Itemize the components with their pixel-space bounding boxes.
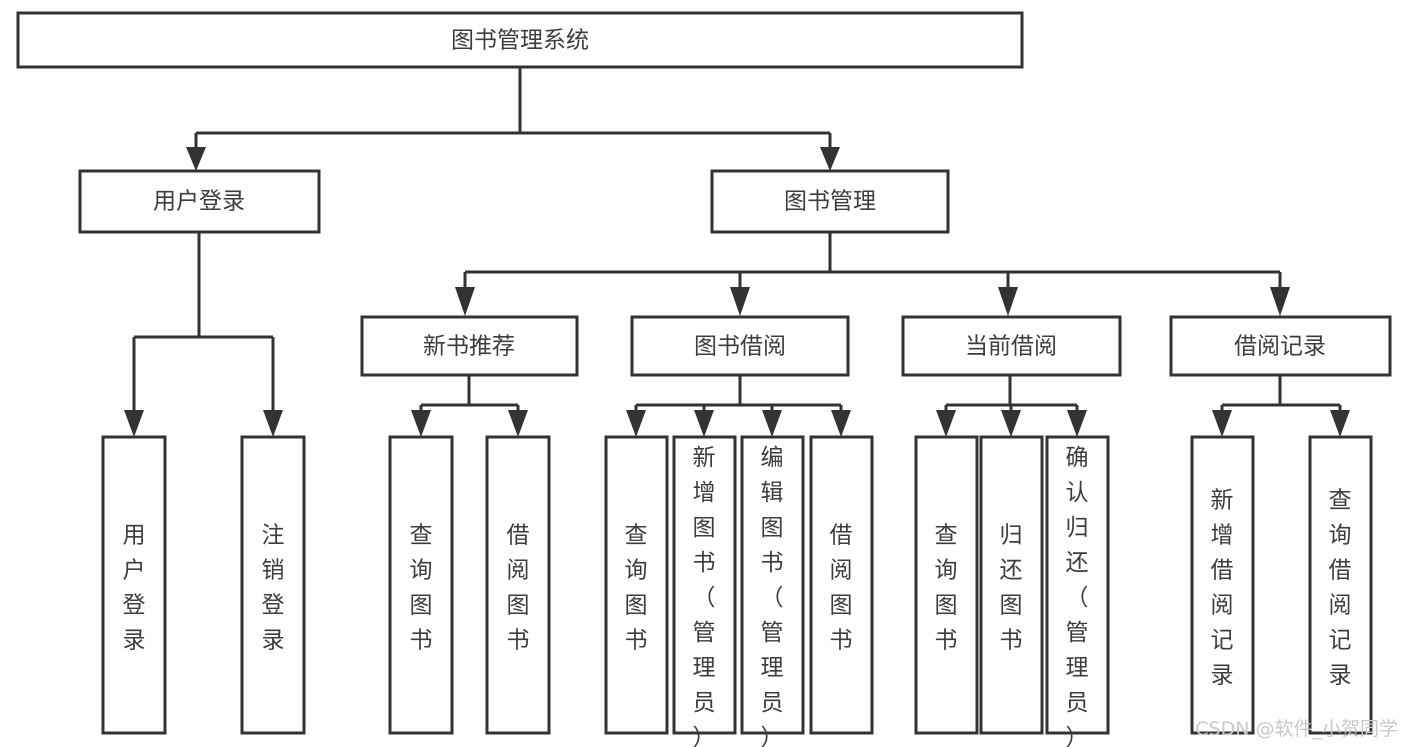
node-new-book-recommend-label: 新书推荐 — [423, 334, 515, 360]
node-leaf-edit-book-box[interactable] — [740, 435, 805, 735]
arrow-newbook-l1-icon — [411, 410, 431, 437]
node-root-label: 图书管理系统 — [451, 28, 589, 54]
node-leaf-query-book-2-box[interactable] — [604, 435, 669, 735]
node-book-borrow-box[interactable] — [630, 315, 850, 377]
node-leaf-confirm-return[interactable]: 确认归还（管理员） — [1045, 435, 1110, 747]
node-user-login[interactable]: 用户登录 — [78, 169, 321, 234]
node-leaf-query-record-label: 查询借阅记录 — [1329, 487, 1352, 688]
arrow-bookborrow-l2-icon — [694, 410, 714, 437]
node-leaf-query-book-1[interactable]: 查询图书 — [388, 435, 454, 735]
node-leaf-borrow-book-2-label: 借阅图书 — [830, 522, 853, 653]
node-leaf-user-login[interactable]: 用户登录 — [101, 435, 167, 735]
node-book-borrow-label: 图书借阅 — [694, 334, 786, 360]
arrow-userlogin-leaf2-icon — [263, 410, 283, 437]
arrow-bookmgmt-c3-icon — [998, 287, 1018, 316]
node-leaf-borrow-book-1-label: 借阅图书 — [507, 522, 530, 653]
node-book-management-label: 图书管理 — [784, 189, 876, 215]
node-leaf-return-book-label: 归还图书 — [1000, 522, 1023, 653]
csdn-watermark: CSDN @软件_小贺同学 — [1195, 718, 1398, 740]
node-leaf-add-book[interactable]: 新增图书（管理员） — [672, 435, 737, 747]
arrow-bookmgmt-c2-icon — [730, 287, 750, 316]
node-leaf-query-book-1-box[interactable] — [388, 435, 454, 735]
node-leaf-return-book[interactable]: 归还图书 — [979, 435, 1044, 735]
node-leaf-query-book-3-label: 查询图书 — [935, 522, 958, 653]
node-leaf-query-record[interactable]: 查询借阅记录 — [1308, 435, 1373, 735]
node-leaf-add-record-label: 新增借阅记录 — [1211, 487, 1234, 688]
node-leaf-borrow-book-1[interactable]: 借阅图书 — [485, 435, 551, 735]
node-borrow-record-box[interactable] — [1169, 315, 1392, 377]
node-leaf-add-record-box[interactable] — [1190, 435, 1255, 735]
node-leaf-query-record-box[interactable] — [1308, 435, 1373, 735]
node-current-borrow-label: 当前借阅 — [965, 334, 1057, 360]
arrow-currentborrow-l3-icon — [1067, 410, 1087, 437]
node-root-box[interactable] — [16, 11, 1024, 69]
node-book-borrow[interactable]: 图书借阅 — [630, 315, 850, 377]
node-root[interactable]: 图书管理系统 — [16, 11, 1024, 69]
node-leaf-query-book-1-label: 查询图书 — [410, 522, 433, 653]
node-leaf-user-logout-label: 注销登录 — [262, 522, 285, 653]
node-leaf-return-book-box[interactable] — [979, 435, 1044, 735]
arrow-bookmgmt-c4-icon — [1270, 287, 1290, 316]
node-leaf-borrow-book-2[interactable]: 借阅图书 — [809, 435, 874, 735]
connector-layer — [124, 67, 1350, 437]
node-leaf-add-book-label: 新增图书（管理员） — [693, 445, 716, 747]
node-book-management[interactable]: 图书管理 — [710, 169, 950, 234]
node-leaf-add-record[interactable]: 新增借阅记录 — [1190, 435, 1255, 735]
arrow-bookborrow-l1-icon — [626, 410, 646, 437]
node-borrow-record-label: 借阅记录 — [1234, 334, 1326, 360]
node-leaf-edit-book[interactable]: 编辑图书（管理员） — [740, 435, 805, 747]
node-user-login-box[interactable] — [78, 169, 321, 234]
node-leaf-user-login-box[interactable] — [101, 435, 167, 735]
node-leaf-query-book-3[interactable]: 查询图书 — [914, 435, 979, 735]
node-leaf-query-book-2-label: 查询图书 — [625, 522, 648, 653]
node-leaf-add-book-box[interactable] — [672, 435, 737, 735]
node-leaf-borrow-book-2-box[interactable] — [809, 435, 874, 735]
arrow-borrowrecord-l2-icon — [1330, 410, 1350, 437]
node-leaf-user-logout[interactable]: 注销登录 — [240, 435, 306, 735]
arrow-userlogin-leaf1-icon — [124, 410, 144, 437]
arrow-bookborrow-l4-icon — [831, 410, 851, 437]
node-new-book-recommend-box[interactable] — [360, 315, 579, 377]
arrow-root-to-userlogin-icon — [186, 147, 206, 171]
node-leaf-user-login-label: 用户登录 — [123, 522, 146, 653]
arrow-newbook-l2-icon — [508, 410, 528, 437]
node-leaf-confirm-return-box[interactable] — [1045, 435, 1110, 735]
node-leaf-query-book-3-box[interactable] — [914, 435, 979, 735]
node-book-management-box[interactable] — [710, 169, 950, 234]
node-leaf-user-logout-box[interactable] — [240, 435, 306, 735]
node-leaf-edit-book-label: 编辑图书（管理员） — [761, 445, 784, 747]
node-borrow-record[interactable]: 借阅记录 — [1169, 315, 1392, 377]
arrow-currentborrow-l1-icon — [936, 410, 956, 437]
arrow-root-to-bookmgmt-icon — [820, 147, 840, 171]
node-current-borrow-box[interactable] — [901, 315, 1122, 377]
arrow-borrowrecord-l1-icon — [1212, 410, 1232, 437]
node-current-borrow[interactable]: 当前借阅 — [901, 315, 1122, 377]
node-user-login-label: 用户登录 — [153, 189, 245, 215]
node-leaf-query-book-2[interactable]: 查询图书 — [604, 435, 669, 735]
node-leaf-borrow-book-1-box[interactable] — [485, 435, 551, 735]
node-leaf-confirm-return-label: 确认归还（管理员） — [1066, 445, 1089, 747]
node-new-book-recommend[interactable]: 新书推荐 — [360, 315, 579, 377]
arrow-bookmgmt-c1-icon — [455, 287, 475, 316]
arrow-bookborrow-l3-icon — [762, 410, 782, 437]
arrow-currentborrow-l2-icon — [1001, 410, 1021, 437]
